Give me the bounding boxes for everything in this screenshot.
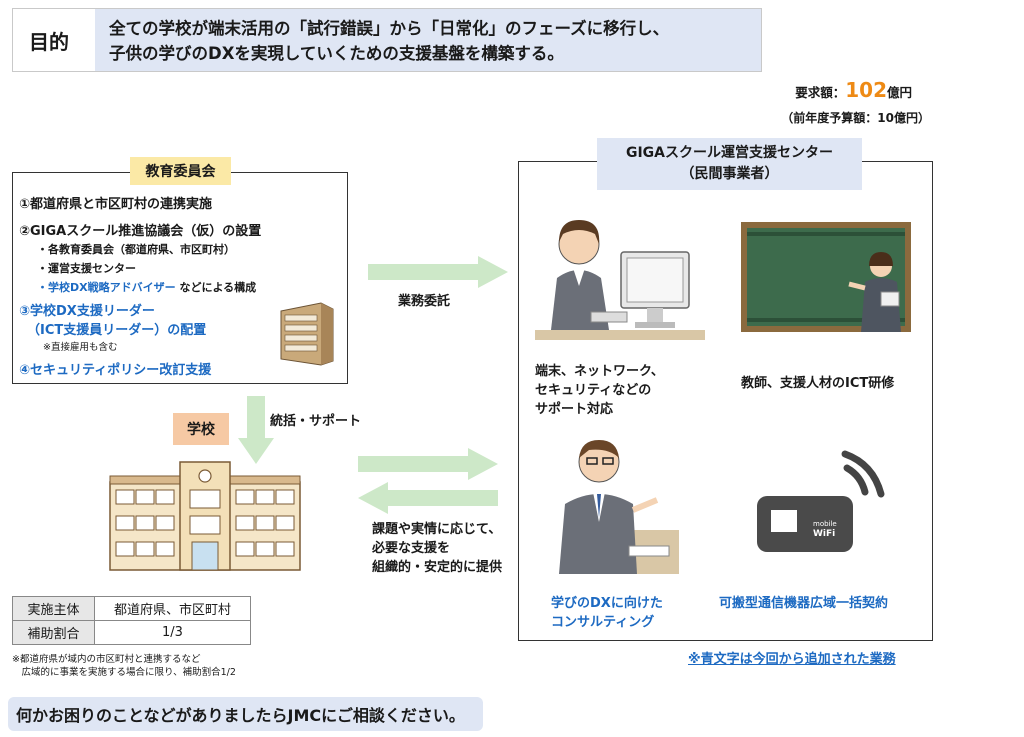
- budget-request: 要求額：102億円: [795, 78, 912, 102]
- board-item-3-line1: ③学校DX支援リーダー: [19, 304, 155, 319]
- oversee-label: 統括・サポート: [270, 414, 362, 429]
- school-label: 学校: [173, 413, 229, 445]
- table-row: 実施主体 都道府県、市区町村: [12, 596, 251, 621]
- caption-consulting: 学びのDXに向けた コンサルティング: [551, 596, 663, 630]
- table-header-cell: 実施主体: [12, 596, 95, 621]
- board-item-4: ④セキュリティポリシー改訂支援: [19, 363, 212, 378]
- board-item-2: ②GIGAスクール推進協議会（仮）の設置: [19, 224, 262, 239]
- table-value-cell: 1/3: [94, 620, 251, 645]
- board-item-2-sub2: ・運営支援センター: [37, 262, 136, 275]
- teacher-training-icon: [741, 222, 911, 332]
- board-item-1: ①都道府県と市区町村の連携実施: [19, 197, 213, 212]
- right-arrow-support-request: [358, 448, 498, 480]
- budget-unit: 億円: [886, 85, 912, 100]
- board-item-2-sub3-rest: などによる構成: [175, 281, 257, 294]
- implementation-table: 実施主体 都道府県、市区町村 補助割合 1/3: [12, 596, 251, 645]
- mobile-wifi-router-icon: mobile WiFi: [757, 450, 885, 552]
- support-center-box: 端末、ネットワーク、 セキュリティなどの サポート対応 教師、支援人材のICT研…: [518, 161, 933, 641]
- board-item-2-sub1: ・各教育委員会（都道府県、市区町村）: [37, 243, 235, 256]
- subsidy-note: ※都道府県が域内の市区町村と連携するなど 広域的に事業を実施する場合に限り、補助…: [12, 654, 236, 678]
- board-item-2-sub3: ・学校DX戦略アドバイザー などによる構成: [37, 279, 256, 295]
- budget-amount: 102: [845, 78, 887, 102]
- help-desk-operator-icon: [535, 220, 705, 340]
- support-center-title: GIGAスクール運営支援センター （民間事業者）: [597, 138, 862, 190]
- blue-text-note-link[interactable]: ※青文字は今回から追加された業務: [688, 652, 896, 667]
- support-center-title-line2: （民間事業者）: [680, 166, 779, 182]
- caption-training: 教師、支援人材のICT研修: [741, 376, 895, 391]
- table-row: 補助割合 1/3: [12, 620, 251, 645]
- caption-wifi-contract: 可搬型通信機器広域一括契約: [719, 596, 889, 611]
- support-center-title-line1: GIGAスクール運営支援センター: [625, 145, 834, 161]
- budget-previous: （前年度予算額：10億円）: [781, 111, 930, 125]
- purpose-text-line2: 子供の学びのDXを実現していくための支援基盤を構築する。: [109, 44, 564, 63]
- provide-label: 課題や実情に応じて、 必要な支援を 組織的・安定的に提供: [372, 522, 503, 575]
- consultant-icon: [559, 440, 679, 574]
- wifi-text-mobile: mobile: [813, 520, 837, 528]
- purpose-label: 目的: [29, 29, 69, 54]
- purpose-text: 全ての学校が端末活用の「試行錯誤」から「日常化」のフェーズに移行し、 子供の学び…: [95, 9, 761, 71]
- caption-support: 端末、ネットワーク、 セキュリティなどの サポート対応: [535, 364, 664, 417]
- purpose-box: 目的 全ての学校が端末活用の「試行錯誤」から「日常化」のフェーズに移行し、 子供…: [12, 8, 762, 72]
- office-building-icon: [280, 302, 334, 366]
- table-value-cell: 都道府県、市区町村: [94, 596, 251, 621]
- wifi-text-wifi: WiFi: [813, 529, 835, 539]
- board-item-2-sub3-blue: ・学校DX戦略アドバイザー: [37, 281, 176, 294]
- table-header-cell: 補助割合: [12, 620, 95, 645]
- board-item-3-line2: （ICT支援員リーダー）の配置: [27, 323, 207, 338]
- footer-banner: 何かお困りのことなどがありましたらJMCにご相談ください。: [8, 697, 483, 731]
- board-item-3-note: ※直接雇用も含む: [43, 342, 118, 353]
- purpose-text-line1: 全ての学校が端末活用の「試行錯誤」から「日常化」のフェーズに移行し、: [109, 19, 670, 38]
- left-arrow-support-provide: [358, 482, 498, 514]
- board-title: 教育委員会: [130, 157, 231, 185]
- school-building-icon: [109, 461, 301, 571]
- commission-label: 業務委託: [398, 294, 451, 309]
- right-arrow-commission: [368, 256, 508, 288]
- down-arrow-oversee: [238, 396, 274, 464]
- budget-label: 要求額：: [795, 85, 846, 100]
- board-of-education-box: ①都道府県と市区町村の連携実施 ②GIGAスクール推進協議会（仮）の設置 ・各教…: [12, 172, 348, 384]
